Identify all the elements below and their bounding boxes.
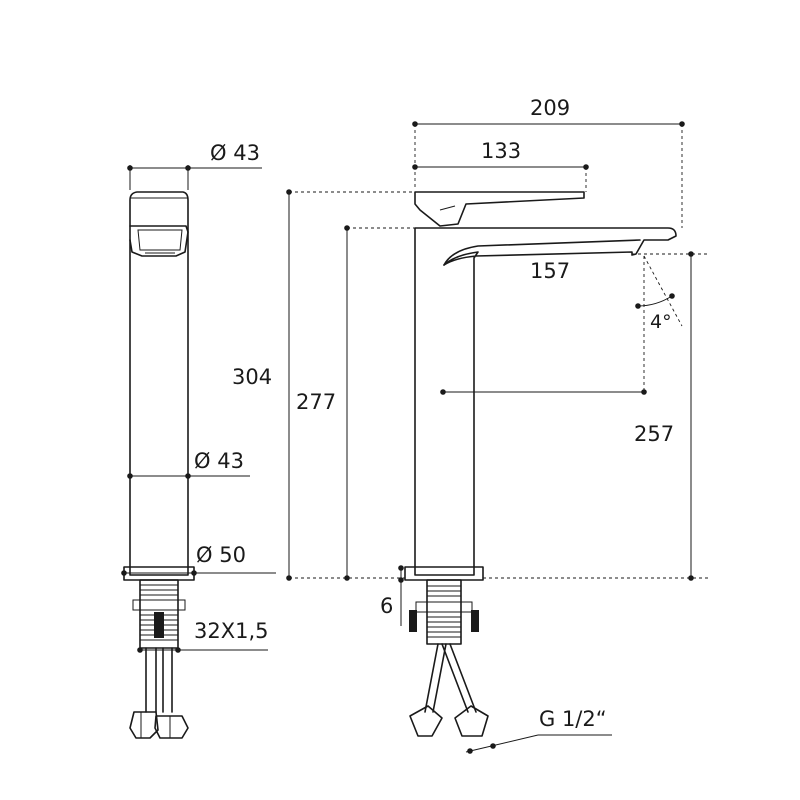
front-view: 209 133 304 277 — [232, 96, 710, 754]
total-height-label: 304 — [232, 365, 272, 389]
dim-side-base-diameter: Ø 50 — [121, 543, 276, 576]
spout-reach-label: 157 — [530, 259, 570, 283]
side-view-handle — [129, 225, 189, 257]
dim-handle-length: 133 — [412, 139, 589, 192]
dim-spout-angle: 4° — [635, 255, 683, 333]
front-view-hoses — [409, 643, 489, 737]
overall-width-label: 209 — [530, 96, 570, 120]
side-view-body — [129, 191, 189, 576]
side-top-diameter-label: Ø 43 — [210, 141, 260, 165]
front-view-threaded-stud — [409, 579, 479, 645]
dim-overall-width: 209 — [412, 96, 685, 228]
body-height-label: 277 — [296, 390, 336, 414]
side-view-threaded-stud — [132, 579, 186, 649]
spout-angle-label: 4° — [650, 311, 672, 333]
dim-connection-spec: G 1/2“ — [465, 707, 612, 754]
front-view-handle — [414, 191, 585, 227]
dim-side-body-diameter: Ø 43 — [127, 449, 250, 479]
side-view: Ø 43 Ø 43 Ø 50 32X1,5 — [121, 141, 276, 739]
base-clearance-label: 6 — [380, 594, 393, 618]
dim-thread-spec: 32X1,5 — [137, 619, 269, 653]
thread-spec-label: 32X1,5 — [194, 619, 269, 643]
side-body-diameter-label: Ø 43 — [194, 449, 244, 473]
dim-spout-height: 257 — [483, 251, 710, 581]
side-view-hoses — [129, 647, 189, 739]
dim-base-clearance: 6 — [380, 565, 404, 626]
spout-height-label: 257 — [634, 422, 674, 446]
dim-spout-reach: 157 — [440, 256, 647, 395]
side-base-diameter-label: Ø 50 — [196, 543, 246, 567]
dim-total-height: 304 — [232, 189, 415, 581]
front-view-base-ring — [404, 566, 484, 581]
dim-side-top-diameter: Ø 43 — [127, 141, 262, 190]
handle-length-label: 133 — [481, 139, 521, 163]
dim-body-height: 277 — [296, 225, 415, 581]
connection-spec-label: G 1/2“ — [539, 707, 607, 731]
front-view-body — [414, 227, 677, 576]
